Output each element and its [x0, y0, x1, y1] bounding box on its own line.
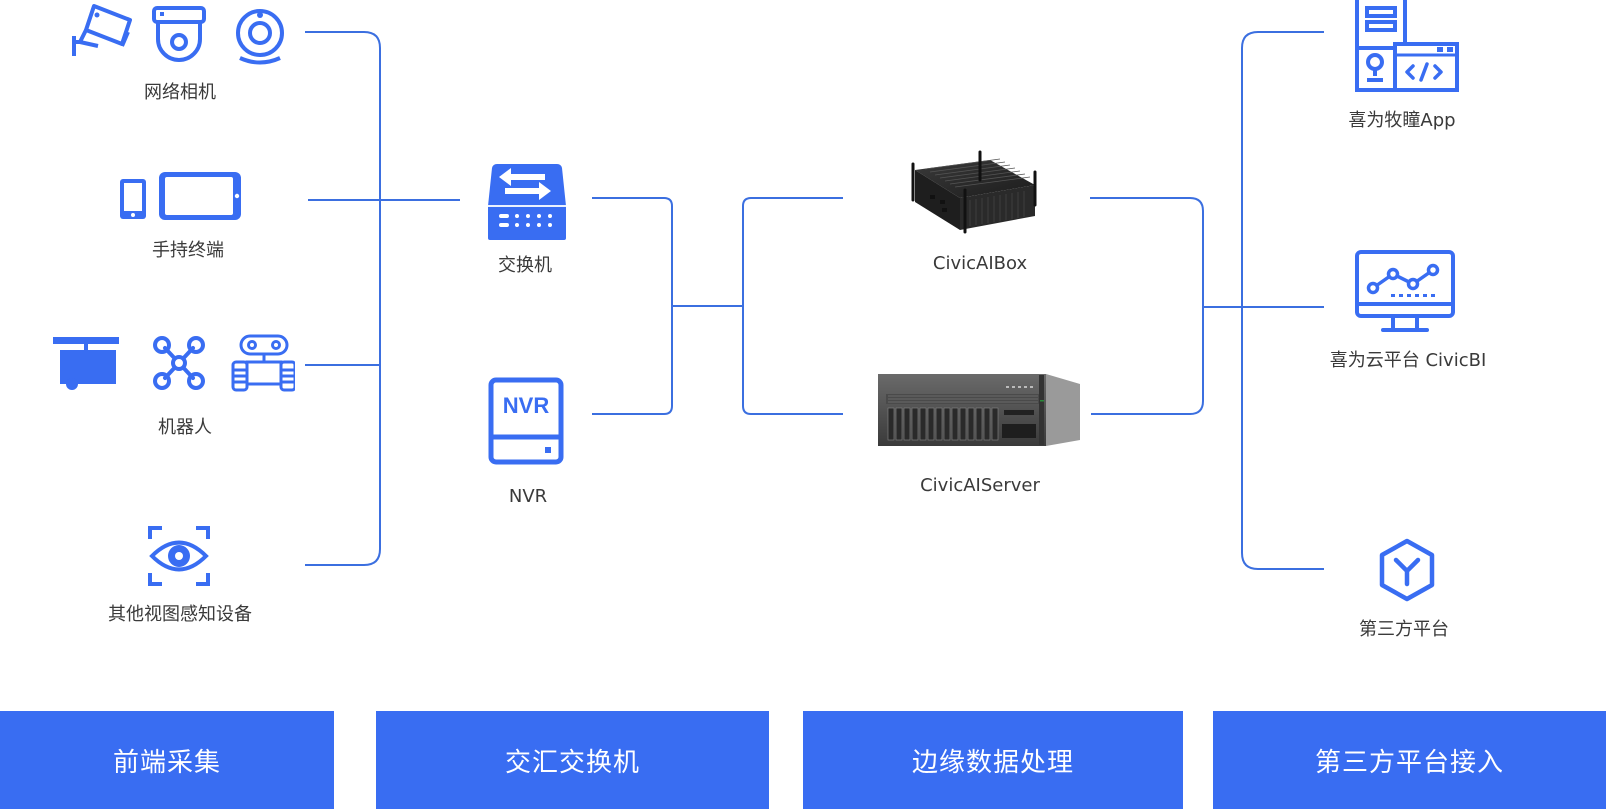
stage-third-party: 第三方平台接入 [1213, 711, 1606, 809]
bullet-camera-icon [72, 4, 132, 56]
tablet-icon [159, 172, 241, 220]
connector-edge-bracket [742, 197, 843, 415]
ai-server-label: CivicAIServer [920, 475, 1040, 496]
civicbi-label: 喜为云平台 CivicBI [1329, 350, 1487, 371]
nvr-label: NVR [508, 486, 548, 507]
switch-label: 交换机 [498, 255, 552, 276]
ai-box-device [911, 150, 1037, 234]
dome-camera-icon [152, 6, 206, 62]
handheld-group-label: 手持终端 [152, 240, 224, 261]
stage-third-party-label: 第三方平台接入 [1314, 747, 1504, 778]
phone-icon [120, 179, 146, 219]
stage-edge-processing-label: 边缘数据处理 [911, 747, 1074, 778]
camera-group-label: 网络相机 [144, 82, 216, 103]
connector-edge-right [1090, 197, 1204, 415]
tracked-robot-icon [231, 334, 295, 392]
stage-edge-processing: 边缘数据处理 [803, 711, 1183, 809]
stage-aggregation: 交汇交换机 [376, 711, 769, 809]
drone-icon [153, 336, 205, 390]
nvr-icon: NVR [488, 377, 564, 465]
muto-app-label: 喜为牧瞳App [1348, 110, 1456, 131]
eye-scan-icon [148, 526, 210, 586]
third-platform-label: 第三方平台 [1359, 619, 1449, 640]
switch-icon [488, 164, 566, 240]
rack-server-device [878, 374, 1080, 446]
hexagon-y-icon [1379, 538, 1435, 602]
connector-third-party-bracket [1241, 31, 1324, 570]
webcam-icon [236, 9, 284, 65]
stage-aggregation-label: 交汇交换机 [504, 747, 640, 778]
stage-front-end: 前端采集 [0, 711, 334, 809]
nvr-icon-text: NVR [502, 393, 550, 418]
app-dev-icon [1355, 0, 1459, 92]
robot-group-label: 机器人 [158, 417, 212, 438]
monitor-chart-icon [1355, 250, 1455, 332]
other-devices-label: 其他视图感知设备 [108, 604, 252, 625]
connector-switch [592, 197, 673, 415]
ai-box-label: CivicAIBox [932, 253, 1028, 274]
connector-camera [305, 31, 381, 566]
stage-front-end-label: 前端采集 [112, 747, 221, 778]
rail-robot-icon [53, 337, 119, 390]
